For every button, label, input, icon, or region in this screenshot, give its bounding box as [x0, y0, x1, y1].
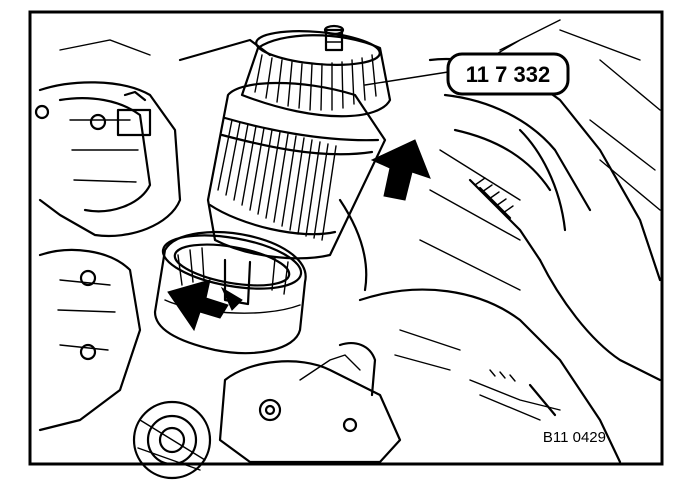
- tool-callout: 11 7 332: [446, 52, 570, 96]
- callout-leader: [364, 71, 449, 86]
- tool-callout-label: 11 7 332: [466, 62, 550, 87]
- arrow-down-icon: [220, 286, 243, 311]
- engine-background-linework: [34, 19, 662, 480]
- figure-code-label: B11 0429: [543, 429, 606, 446]
- direction-arrows: [167, 139, 431, 332]
- arrow-right-icon: [370, 139, 431, 201]
- oil-filter-canister: [206, 24, 392, 260]
- tool-callout-box: [446, 52, 570, 96]
- arrow-left-icon: [167, 279, 229, 332]
